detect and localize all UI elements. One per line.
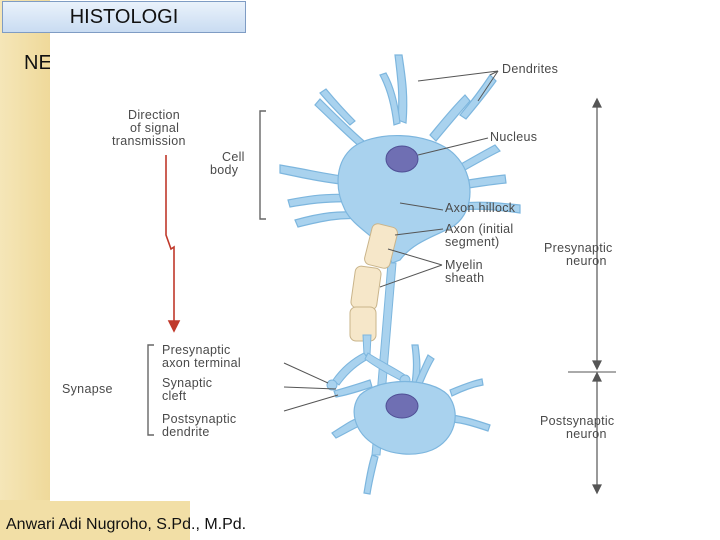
bottom-decor-band [0, 500, 190, 540]
neuron-diagram-svg: Dendrites Nucleus Direction of signal tr… [62, 54, 616, 495]
label-synaptic-cleft-1: Synaptic [162, 376, 212, 390]
label-synapse: Synapse [62, 382, 113, 396]
label-axon-initial-2: segment) [445, 235, 500, 249]
neuron-diagram: Dendrites Nucleus Direction of signal tr… [50, 35, 663, 501]
leader-lines [283, 70, 499, 412]
label-myelin-1: Myelin [445, 258, 483, 272]
synapse-bracket [147, 344, 154, 436]
cell-body-bracket [259, 110, 266, 220]
label-presynaptic-terminal-2: axon terminal [162, 356, 241, 370]
myelin-segment-1 [364, 223, 398, 269]
label-presynaptic-terminal-1: Presynaptic [162, 343, 231, 357]
diagram-labels: Dendrites Nucleus Direction of signal tr… [62, 62, 614, 441]
label-axon-initial-1: Axon (initial [445, 222, 514, 236]
left-decor-band [0, 0, 50, 540]
label-postsynaptic-dendrite-2: dendrite [162, 425, 210, 439]
label-cell-body-2: body [210, 163, 239, 177]
label-cell-body-1: Cell [222, 150, 245, 164]
slide-title-text: HISTOLOGI [69, 5, 179, 28]
label-myelin-2: sheath [445, 271, 484, 285]
label-nucleus: Nucleus [490, 130, 537, 144]
postsynaptic-nucleus [385, 393, 419, 419]
postsynaptic-extent-arrow [592, 371, 602, 495]
slide-title: HISTOLOGI [2, 1, 246, 33]
label-postsynaptic-neuron-1: Postsynaptic [540, 414, 614, 428]
label-axon-hillock: Axon hillock [445, 201, 516, 215]
label-synaptic-cleft-2: cleft [162, 389, 187, 403]
label-postsynaptic-neuron-2: neuron [566, 427, 607, 441]
label-direction-2: of signal [130, 121, 179, 135]
signal-direction-arrow [165, 155, 181, 333]
label-direction-3: transmission [112, 134, 186, 148]
label-dendrites: Dendrites [502, 62, 558, 76]
label-postsynaptic-dendrite-1: Postsynaptic [162, 412, 236, 426]
presynaptic-terminal [326, 334, 411, 391]
myelin-segment-2 [350, 265, 382, 311]
presynaptic-extent-arrow [592, 97, 602, 371]
author-credit: Anwari Adi Nugroho, S.Pd., M.Pd. [6, 516, 247, 533]
presynaptic-nucleus [385, 145, 419, 173]
label-presynaptic-neuron-2: neuron [566, 254, 607, 268]
label-presynaptic-neuron-1: Presynaptic [544, 241, 613, 255]
label-direction-1: Direction [128, 108, 180, 122]
